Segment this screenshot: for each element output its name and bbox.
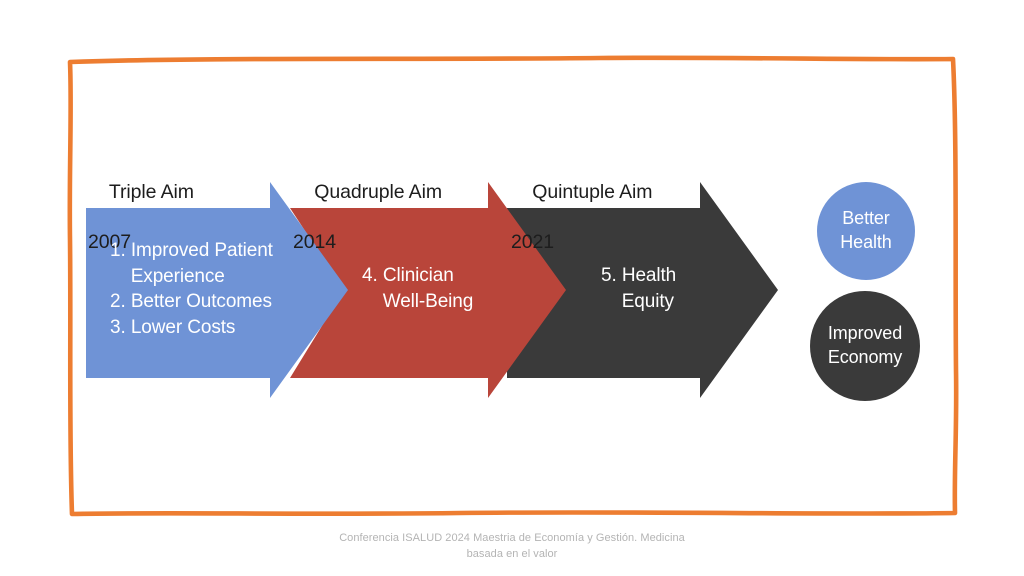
footer-line-2: basada en el valor	[466, 548, 558, 560]
label-better-health: Better Health	[840, 208, 892, 252]
heading-quadruple-aim-year: 2014	[293, 231, 336, 253]
heading-quintuple-aim: Quintuple Aim 2021	[511, 155, 652, 305]
heading-triple-aim-title: Triple Aim	[108, 181, 194, 203]
arrow-label-quintuple-aim: 5. Health Equity	[601, 265, 677, 312]
heading-quadruple-aim: Quadruple Aim 2014	[293, 155, 442, 305]
heading-triple-aim-year: 2007	[88, 231, 131, 253]
footer-credit: Conferencia ISALUD 2024 Maestria de Econ…	[0, 530, 1024, 562]
heading-quadruple-aim-title: Quadruple Aim	[314, 181, 442, 203]
circle-better-health	[817, 182, 915, 280]
arrow-quadruple-aim	[290, 182, 566, 398]
heading-quintuple-aim-year: 2021	[511, 231, 554, 253]
arrow-quintuple-aim	[507, 182, 778, 398]
circle-improved-economy	[810, 291, 920, 401]
label-improved-economy: Improved Economy	[827, 323, 903, 367]
arrow-triple-aim	[86, 182, 348, 398]
arrow-label-triple-aim: 1. Improved Patient Experience 2. Better…	[110, 240, 273, 338]
heading-quintuple-aim-title: Quintuple Aim	[532, 181, 653, 203]
heading-triple-aim: Triple Aim 2007	[88, 155, 194, 305]
footer-line-1: Conferencia ISALUD 2024 Maestria de Econ…	[339, 532, 685, 544]
arrow-label-quadruple-aim: 4. Clinician Well-Being	[362, 265, 474, 312]
hand-drawn-border	[67, 55, 959, 517]
